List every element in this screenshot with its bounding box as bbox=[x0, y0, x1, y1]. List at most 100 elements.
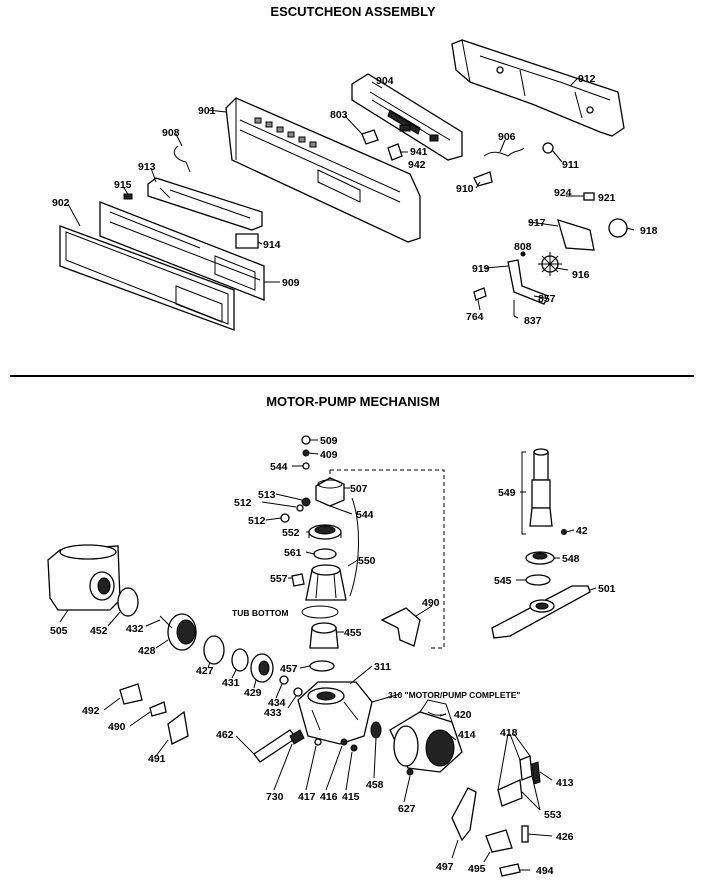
label-428: 428 bbox=[138, 645, 156, 657]
part-917 bbox=[557, 219, 595, 251]
part-416 bbox=[340, 738, 348, 746]
label-501: 501 bbox=[598, 583, 616, 595]
label-tub-bottom: TUB BOTTOM bbox=[232, 608, 289, 618]
label-924: 924 bbox=[554, 187, 572, 199]
part-429 bbox=[250, 653, 274, 683]
tub-bottom-ring bbox=[301, 605, 339, 619]
label-418: 418 bbox=[500, 727, 518, 739]
label-913: 913 bbox=[138, 161, 156, 173]
part-941 bbox=[387, 143, 403, 161]
part-553 bbox=[519, 755, 533, 781]
label-494: 494 bbox=[536, 865, 554, 877]
label-764: 764 bbox=[466, 311, 484, 323]
label-495: 495 bbox=[468, 863, 486, 875]
part-921 bbox=[583, 192, 595, 201]
part-505-housing bbox=[47, 544, 121, 611]
part-911 bbox=[542, 142, 554, 154]
label-911: 911 bbox=[562, 159, 579, 171]
label-557: 557 bbox=[270, 573, 288, 585]
label-921: 921 bbox=[598, 192, 616, 204]
label-550: 550 bbox=[358, 555, 376, 567]
part-913-switch bbox=[147, 177, 263, 231]
label-417: 417 bbox=[298, 791, 316, 803]
part-501-spray-arm bbox=[491, 585, 591, 639]
label-919: 919 bbox=[472, 263, 490, 275]
part-497-lever bbox=[451, 787, 477, 842]
part-415 bbox=[350, 744, 358, 752]
label-548: 548 bbox=[562, 553, 580, 565]
label-915: 915 bbox=[114, 179, 132, 191]
label-942: 942 bbox=[408, 159, 426, 171]
part-908-cable bbox=[173, 145, 191, 173]
part-513 bbox=[301, 497, 311, 507]
part-912-bracket bbox=[451, 39, 625, 137]
part-561-ring bbox=[313, 548, 337, 560]
part-491 bbox=[167, 710, 189, 745]
part-904-board bbox=[351, 73, 463, 161]
label-413: 413 bbox=[556, 777, 574, 789]
label-912: 912 bbox=[578, 73, 596, 85]
label-917: 917 bbox=[528, 217, 546, 229]
part-910 bbox=[473, 171, 493, 187]
part-512-b bbox=[296, 504, 304, 512]
label-909: 909 bbox=[282, 277, 300, 289]
part-418-bracket bbox=[497, 779, 523, 807]
label-552: 552 bbox=[282, 527, 300, 539]
label-492: 492 bbox=[82, 705, 100, 717]
label-427: 427 bbox=[196, 665, 214, 677]
part-495-block bbox=[485, 829, 513, 853]
label-507: 507 bbox=[350, 483, 368, 495]
label-311: 311 bbox=[374, 661, 391, 673]
part-627 bbox=[406, 768, 414, 776]
part-413 bbox=[531, 761, 541, 785]
part-803 bbox=[361, 129, 379, 145]
escutcheon-leaders bbox=[67, 77, 635, 319]
part-557 bbox=[291, 573, 305, 587]
label-414: 414 bbox=[458, 729, 476, 741]
part-730-spring bbox=[289, 729, 305, 745]
label-553: 553 bbox=[544, 809, 562, 821]
label-549: 549 bbox=[498, 487, 516, 499]
part-457 bbox=[309, 660, 335, 672]
label-42: 42 bbox=[576, 525, 588, 537]
part-549-tube bbox=[521, 448, 553, 535]
label-415: 415 bbox=[342, 791, 360, 803]
label-627: 627 bbox=[398, 803, 416, 815]
label-512-b: 512 bbox=[248, 515, 266, 527]
label-941: 941 bbox=[410, 146, 428, 158]
part-310-motor bbox=[389, 699, 463, 773]
label-431: 431 bbox=[222, 677, 240, 689]
label-904: 904 bbox=[376, 75, 394, 87]
label-908: 908 bbox=[162, 127, 180, 139]
label-544-b: 544 bbox=[356, 509, 374, 521]
label-429: 429 bbox=[244, 687, 262, 699]
label-918: 918 bbox=[640, 225, 658, 237]
label-505: 505 bbox=[50, 625, 68, 637]
label-910: 910 bbox=[456, 183, 474, 195]
label-906: 906 bbox=[498, 131, 516, 143]
part-764 bbox=[473, 287, 487, 301]
label-561: 561 bbox=[284, 547, 302, 559]
part-431 bbox=[231, 648, 249, 672]
part-914-label bbox=[235, 233, 259, 249]
label-420: 420 bbox=[454, 709, 472, 721]
part-417 bbox=[314, 738, 322, 746]
motor-title: MOTOR-PUMP MECHANISM bbox=[266, 394, 440, 409]
part-494 bbox=[499, 863, 521, 877]
part-901-panel bbox=[225, 97, 421, 243]
part-458-seal bbox=[370, 721, 382, 739]
part-490-a bbox=[380, 607, 421, 647]
label-457: 457 bbox=[280, 663, 298, 675]
part-509-stack bbox=[301, 435, 311, 470]
label-545: 545 bbox=[494, 575, 512, 587]
part-902-frame bbox=[59, 225, 235, 331]
label-513: 513 bbox=[258, 489, 276, 501]
part-452-clamp bbox=[117, 587, 139, 617]
label-416: 416 bbox=[320, 791, 338, 803]
label-310: 310 "MOTOR/PUMP COMPLETE" bbox=[388, 690, 520, 700]
part-434 bbox=[279, 675, 289, 685]
label-509: 509 bbox=[320, 435, 338, 447]
part-426 bbox=[521, 825, 529, 843]
label-916: 916 bbox=[572, 269, 590, 281]
part-552-gear bbox=[308, 524, 342, 540]
